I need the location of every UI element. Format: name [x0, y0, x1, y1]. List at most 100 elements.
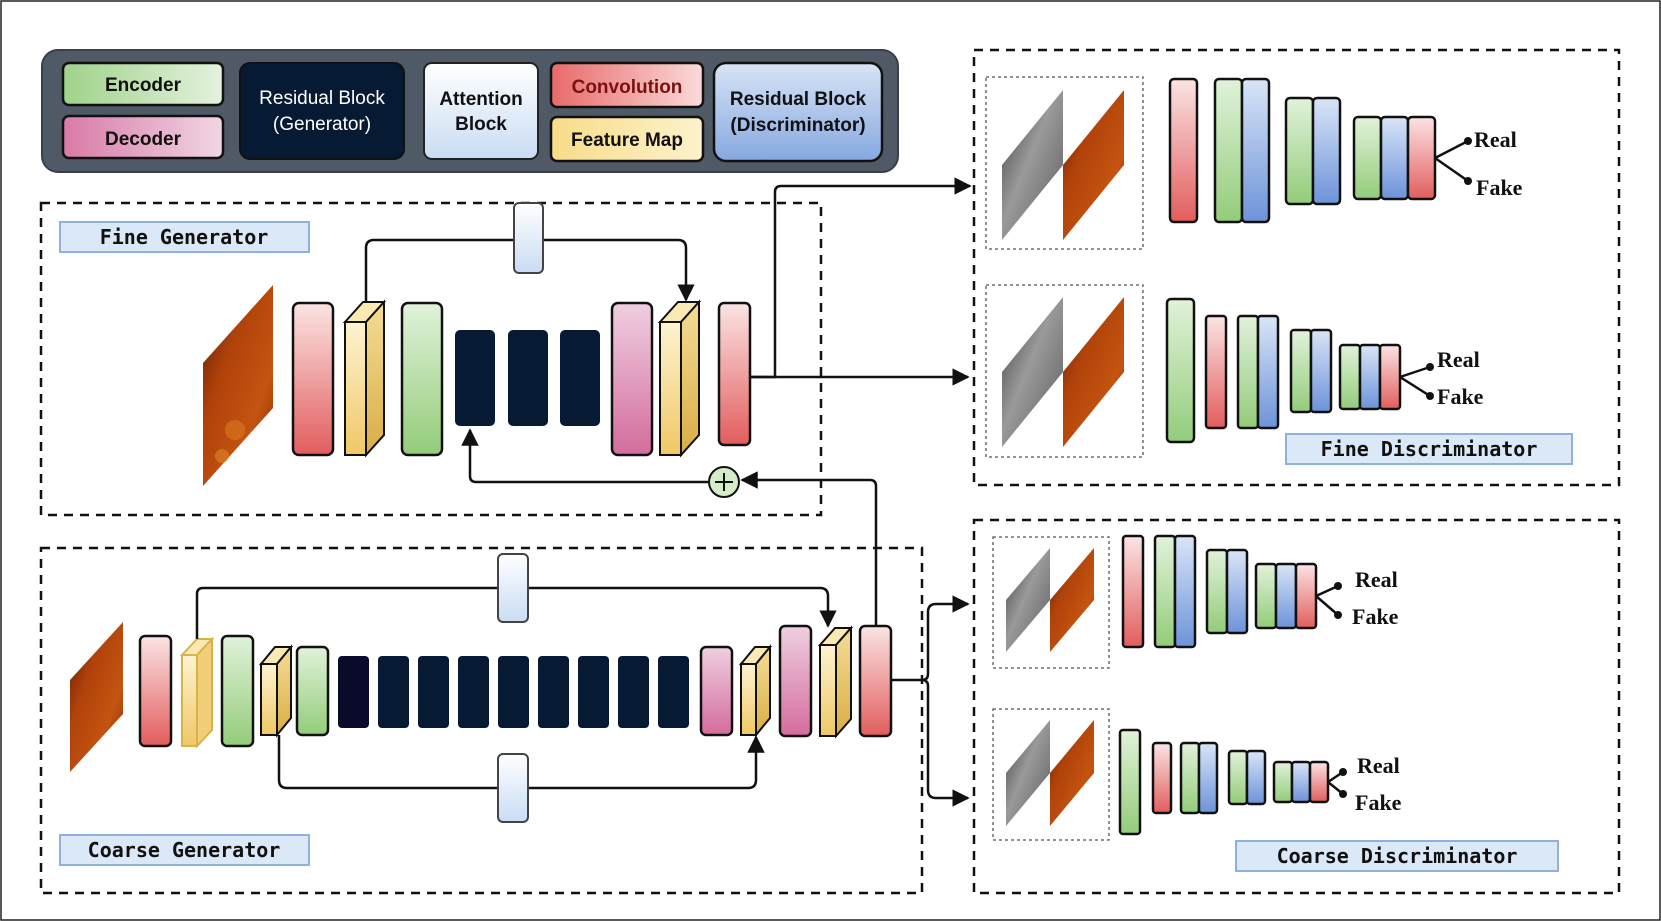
residual-blocks [338, 656, 689, 728]
encoder-block [1118, 728, 1142, 836]
attention-block [513, 202, 544, 274]
decoder-block [610, 301, 654, 457]
residual-block [455, 330, 495, 426]
fake-label: Fake [1437, 384, 1484, 409]
residual-block [578, 656, 609, 728]
conv-block [1121, 534, 1145, 649]
residual-discriminator-block [1379, 115, 1410, 201]
encoder-block [1338, 343, 1362, 411]
image-pair [992, 536, 1110, 669]
coarse-generator-label-box [59, 834, 310, 866]
conv-block [1204, 314, 1228, 430]
feature-map-block [179, 636, 215, 749]
feature-map-block [657, 299, 702, 458]
encoder-block [1153, 534, 1177, 649]
retina-image [203, 285, 273, 486]
residual-discriminator-block [1197, 741, 1219, 815]
encoder-block [1213, 77, 1244, 224]
coarse-discriminator-label-box [1235, 840, 1559, 872]
feature-map-label: Feature Map [571, 130, 683, 151]
residual-discriminator-label-line1: Residual Block [730, 89, 867, 110]
fake-label: Fake [1352, 604, 1399, 629]
decoder-block [699, 645, 734, 737]
decoder-label: Decoder [105, 129, 182, 150]
attention-label-line2: Block [455, 114, 507, 135]
residual-discriminator-block [1274, 562, 1298, 630]
residual-block [618, 656, 649, 728]
fine-generator-panel: Fine Generator [39, 201, 823, 517]
retina-image [1063, 90, 1124, 240]
conv-block [291, 301, 335, 457]
conv-block [1168, 77, 1199, 224]
residual-discriminator-label-line2: (Discriminator) [730, 115, 865, 136]
attention-block [497, 553, 529, 623]
residual-discriminator-block [1173, 534, 1197, 649]
output-conv-block [858, 624, 893, 738]
encoder-block [1165, 297, 1196, 444]
residual-discriminator-block [1290, 760, 1312, 804]
residual-block [508, 330, 548, 426]
feature-map-swatch [549, 115, 705, 163]
real-fake-output: Real Fake [1399, 347, 1484, 409]
legend-attention: Attention Block [423, 62, 539, 160]
encoder-block [1254, 562, 1278, 630]
grayscale-image [1006, 548, 1050, 652]
attention-label-line1: Attention [439, 89, 522, 110]
legend: Encoder Decoder Residual Block (Generato… [41, 49, 899, 173]
legend-decoder: Decoder [61, 114, 225, 160]
conv-block [1406, 115, 1437, 201]
encoder-swatch [61, 61, 225, 107]
real-label: Real [1437, 347, 1480, 372]
encoder-block [1272, 760, 1294, 804]
residual-generator-swatch [239, 62, 405, 160]
encoder-block [1227, 749, 1249, 806]
fine-generator-input-image [203, 285, 273, 486]
residual-block [458, 656, 489, 728]
residual-generator-label-line2: (Generator) [273, 114, 371, 135]
grayscale-image [1006, 720, 1050, 826]
real-label: Real [1474, 127, 1517, 152]
decoder-swatch [61, 114, 225, 160]
fake-label: Fake [1355, 790, 1402, 815]
retina-image [1050, 548, 1094, 652]
attention-swatch [423, 62, 539, 160]
real-fake-output: Real Fake [1327, 753, 1402, 815]
residual-discriminator-block [1245, 749, 1267, 806]
fine-generator-label: Fine Generator [100, 225, 269, 249]
encoder-label: Encoder [105, 75, 182, 96]
encoder-block [1236, 314, 1260, 430]
real-fake-output: Real Fake [1434, 127, 1523, 200]
residual-block [560, 330, 600, 426]
encoder-block [1352, 115, 1383, 201]
residual-discriminator-block [1309, 328, 1333, 414]
residual-block [658, 656, 689, 728]
retina-image [70, 622, 123, 772]
coarse-generator-label: Coarse Generator [88, 838, 281, 862]
residual-block [498, 656, 529, 728]
residual-block [378, 656, 409, 728]
real-label: Real [1357, 753, 1400, 778]
output-conv-block [717, 301, 752, 447]
encoder-block [220, 634, 255, 748]
attention-block [497, 753, 529, 823]
encoder-block [1289, 328, 1313, 414]
coarse-discriminator-panel: Coarse Discriminator Real Fake [972, 518, 1621, 895]
feature-map-block [817, 625, 854, 739]
grayscale-image [1002, 90, 1063, 240]
image-pair [992, 708, 1110, 841]
residual-block [418, 656, 449, 728]
feature-map-block [258, 644, 294, 738]
real-fake-output: Real Fake [1315, 567, 1399, 629]
encoder-block [1179, 741, 1201, 815]
real-label: Real [1355, 567, 1398, 592]
coarse-generator-border [39, 546, 924, 895]
encoder-block [1284, 96, 1315, 206]
fine-generator-border [39, 201, 823, 517]
residual-block [338, 656, 369, 728]
residual-discriminator-block [1225, 548, 1249, 635]
legend-residual-generator: Residual Block (Generator) [239, 62, 405, 160]
retina-image [1063, 297, 1124, 447]
fine-discriminator-panel: Fine Discriminator Real Fake [972, 48, 1621, 487]
coarse-generator-panel: Coarse Generator [39, 471, 924, 895]
